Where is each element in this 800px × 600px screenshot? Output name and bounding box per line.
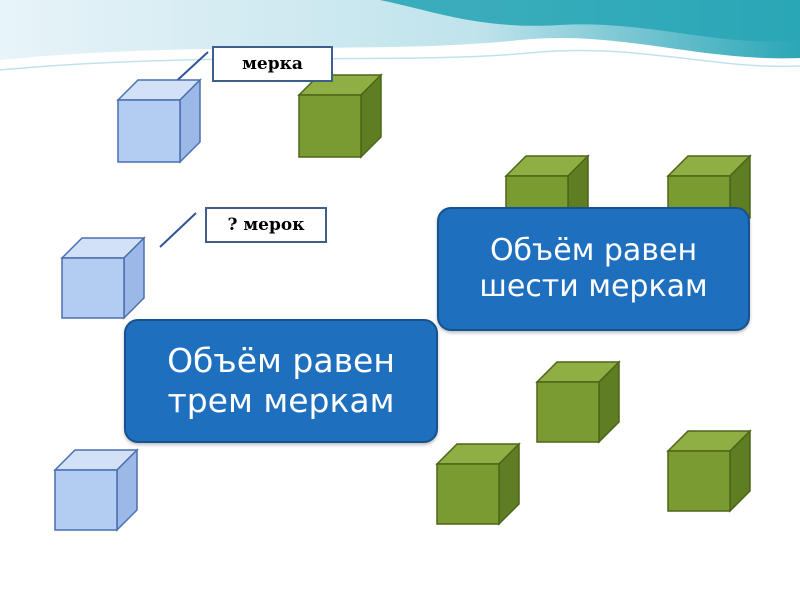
callout-six-line1: Объём равен (489, 233, 698, 268)
green-cube-5 (435, 442, 521, 526)
blue-cube-1 (116, 78, 202, 164)
header-wave-decoration (0, 0, 800, 71)
callout-three-line2: трем меркам (167, 381, 395, 420)
green-cube-6 (666, 429, 752, 513)
callout-six-units: Объём равен шести меркам (437, 207, 750, 331)
callout-six-line2: шести меркам (479, 269, 708, 304)
question-label-text: ? мерок (227, 215, 305, 235)
unit-label: мерка (212, 46, 333, 82)
blue-cube-3 (53, 448, 139, 532)
question-pointer-line (159, 212, 197, 248)
blue-cube-2 (60, 236, 146, 320)
question-label: ? мерок (205, 207, 327, 243)
callout-three-units: Объём равен трем меркам (124, 319, 438, 443)
callout-three-line1: Объём равен (167, 341, 395, 381)
unit-label-text: мерка (242, 54, 303, 74)
green-cube-1 (297, 73, 383, 159)
green-cube-4 (535, 360, 621, 444)
